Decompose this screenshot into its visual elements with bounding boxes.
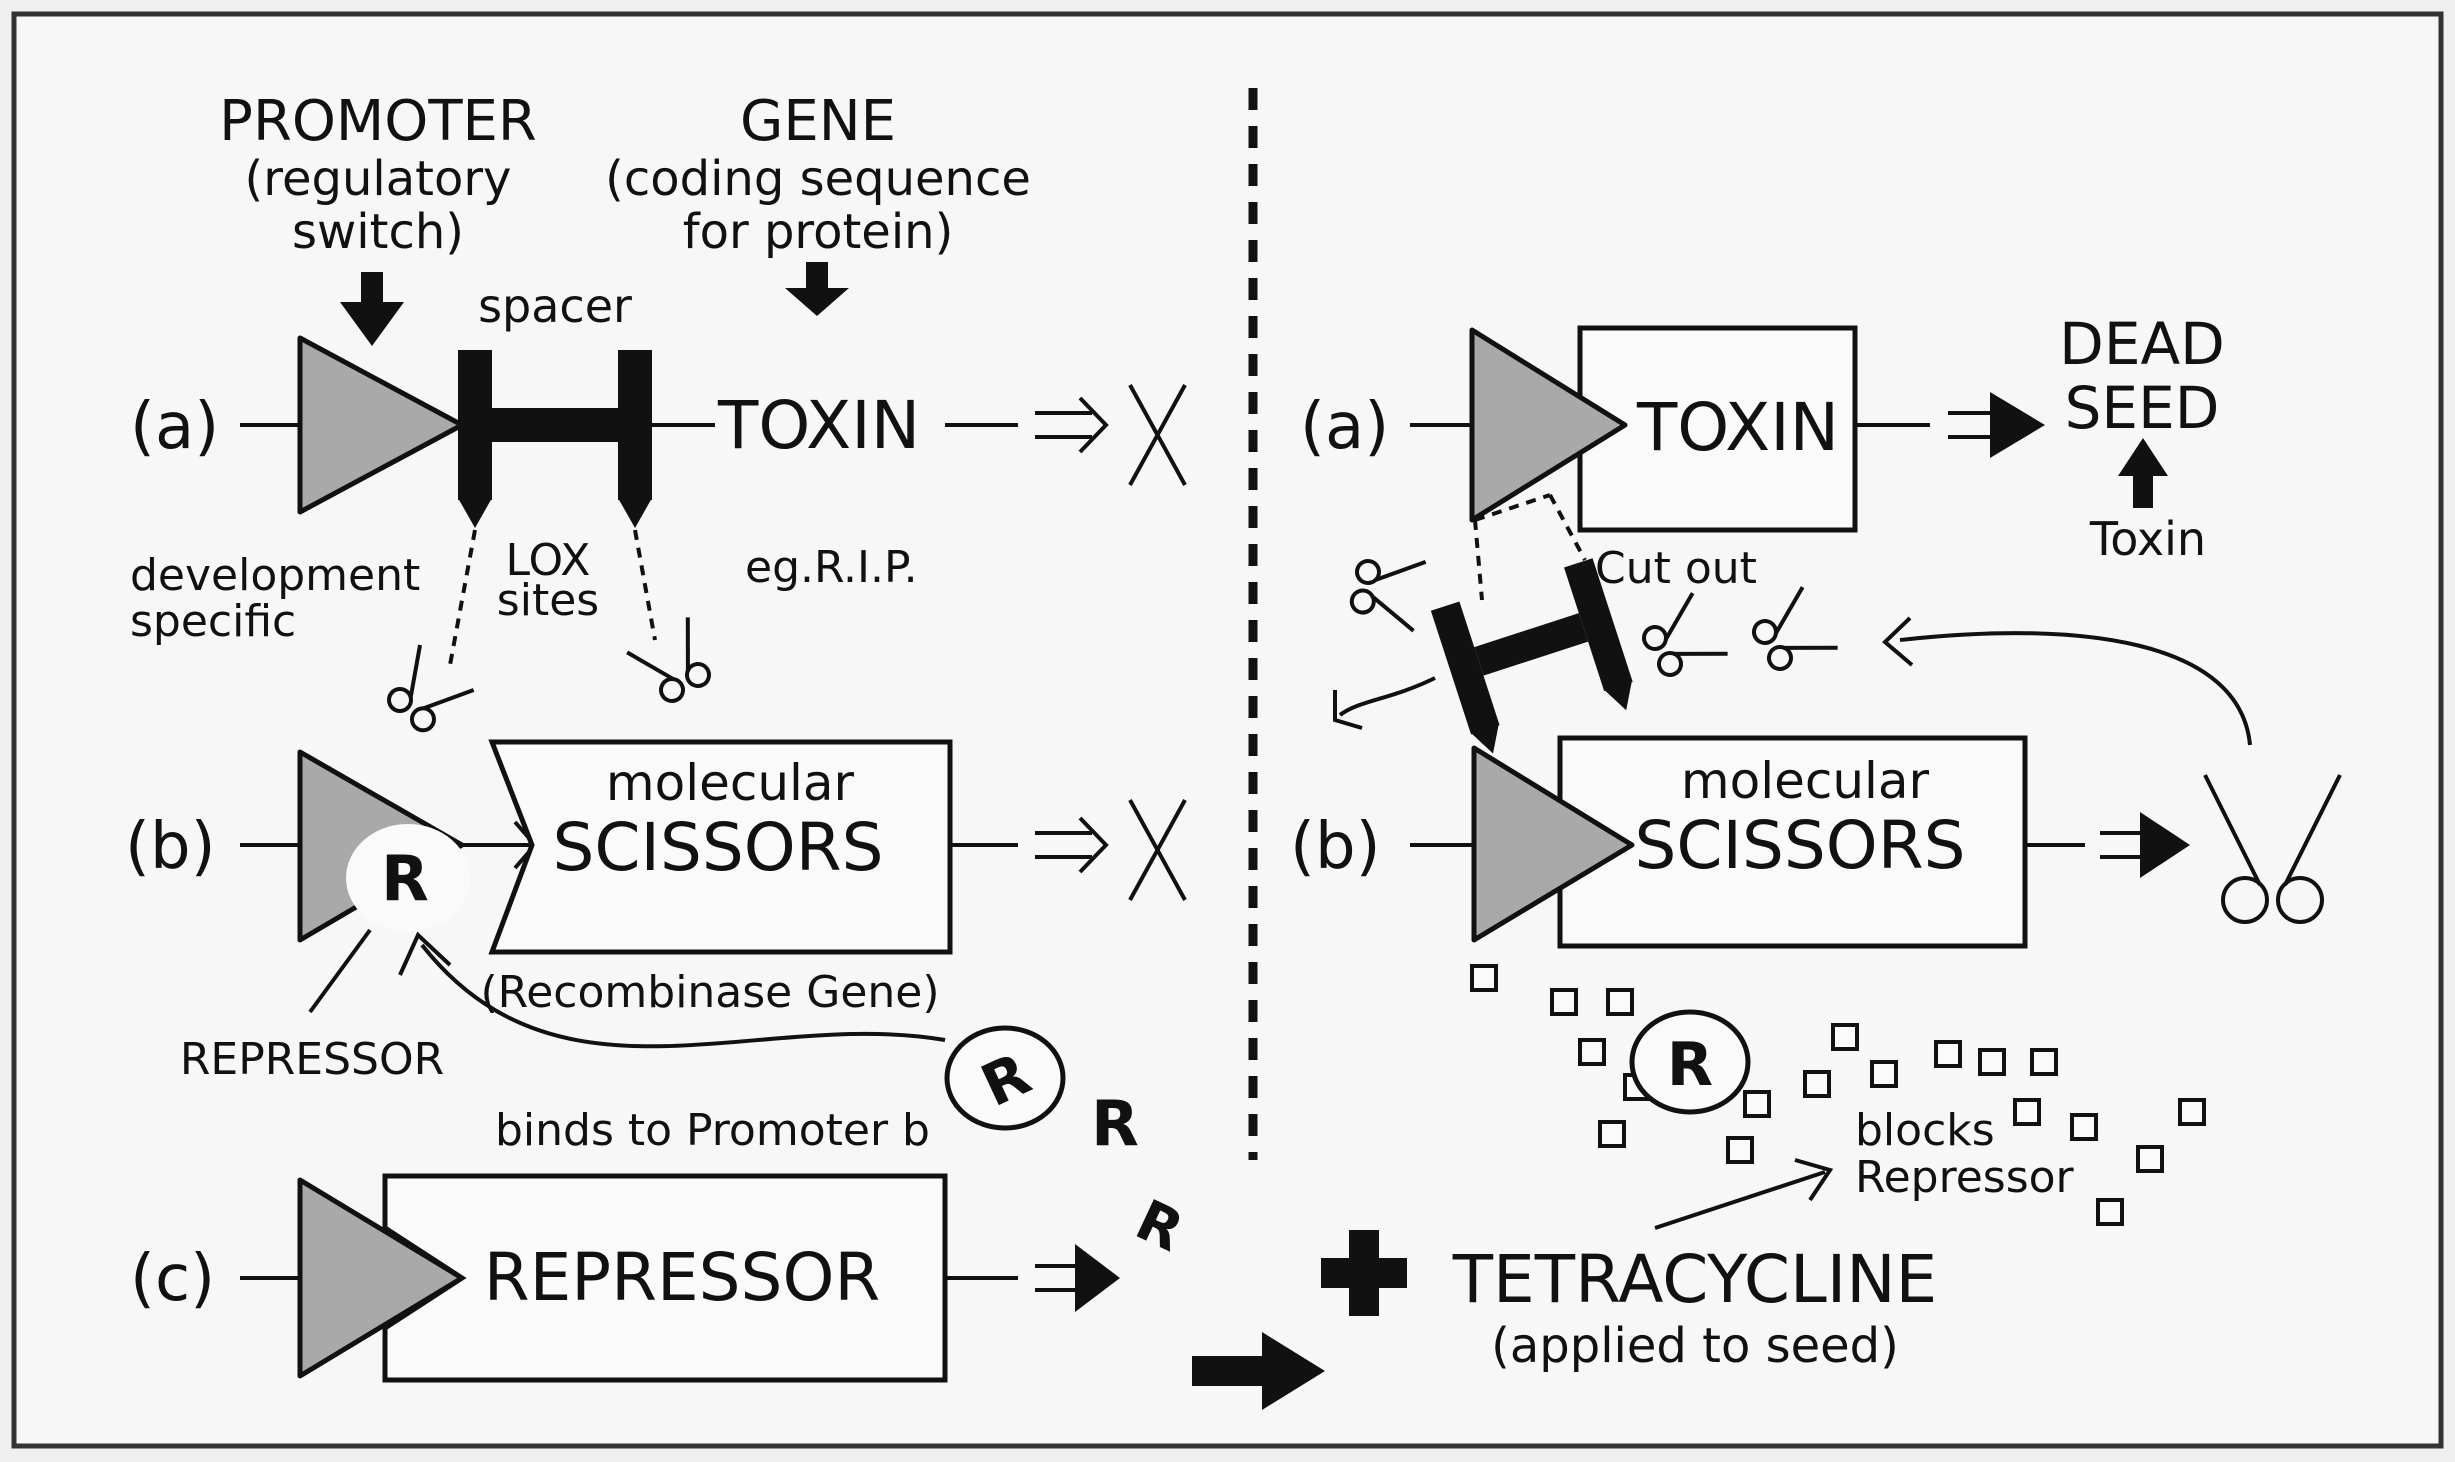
lox-site-line-left bbox=[448, 529, 477, 666]
dead-seed-label-2: SEED bbox=[2065, 374, 2220, 442]
repressor-free-letter-1: R bbox=[1091, 1087, 1139, 1160]
blocked-repressor-letter: R bbox=[1667, 1030, 1713, 1100]
cut-line-left bbox=[1473, 519, 1484, 601]
promoter-heading: PROMOTER bbox=[219, 89, 537, 154]
right-b-promoter-triangle bbox=[1471, 745, 1635, 943]
lox-label-2: sites bbox=[497, 575, 599, 626]
transition-arrow bbox=[1192, 1332, 1325, 1410]
left-scissors-box-line-2: SCISSORS bbox=[553, 809, 884, 886]
repressor-pointer-line bbox=[308, 928, 372, 1014]
left-c-output-arrow bbox=[1035, 1244, 1120, 1312]
tetracycline-label: TETRACYCLINE bbox=[1452, 1241, 1938, 1318]
repressor-circle bbox=[944, 1025, 1066, 1131]
plus-icon bbox=[1321, 1230, 1407, 1316]
right-a-toxin-gene: TOXIN bbox=[1636, 389, 1839, 466]
right-b-output-arrow bbox=[2100, 812, 2190, 878]
promoter-subtitle-2: switch) bbox=[292, 204, 464, 260]
left-row-c-label: (c) bbox=[130, 1242, 215, 1316]
binds-arrow-curve bbox=[420, 943, 946, 1049]
left-b-output-arrow bbox=[1035, 816, 1109, 874]
lox-label-1: LOX bbox=[506, 535, 591, 586]
right-toxin-gene-box bbox=[1577, 325, 1858, 533]
left-a-output-arrow bbox=[1035, 396, 1109, 454]
rip-label: eg.R.I.P. bbox=[745, 542, 918, 593]
blocked-repressor-circle bbox=[1629, 1009, 1751, 1115]
gene-subtitle-1: (coding sequence bbox=[605, 151, 1031, 207]
promoter-subtitle-1: (regulatory bbox=[245, 151, 512, 207]
right-row-b-label: (b) bbox=[1290, 810, 1381, 884]
tetracycline-molecules bbox=[1470, 964, 2206, 1226]
left-b-no-product-cross bbox=[1128, 799, 1187, 901]
gene-subtitle-2: for protein) bbox=[683, 204, 954, 260]
blocks-pointer-line bbox=[1654, 1170, 1826, 1230]
gene-down-arrow bbox=[785, 262, 849, 316]
right-scissors-gene-box bbox=[1557, 735, 2028, 949]
left-a-toxin-gene: TOXIN bbox=[717, 387, 920, 464]
recombinase-label: (Recombinase Gene) bbox=[480, 967, 939, 1018]
left-scissors-box-line-1: molecular bbox=[606, 754, 855, 812]
left-a-no-product-cross bbox=[1128, 384, 1187, 486]
repressor-gene-label: REPRESSOR bbox=[484, 1239, 881, 1316]
blocks-label-1: blocks bbox=[1855, 1105, 1995, 1156]
right-scissors-box-line-2: SCISSORS bbox=[1635, 807, 1966, 884]
tetracycline-subtitle: (applied to seed) bbox=[1491, 1318, 1899, 1374]
right-a-promoter-triangle bbox=[1469, 327, 1628, 523]
left-row-a-label: (a) bbox=[130, 390, 219, 464]
spacer-label: spacer bbox=[478, 279, 632, 333]
left-row-b-label: (b) bbox=[125, 810, 216, 884]
repressor-bound-letter: R bbox=[381, 842, 429, 915]
development-label-1: development bbox=[130, 550, 420, 601]
toxin-up-arrow bbox=[2118, 438, 2168, 508]
development-label-2: specific bbox=[130, 596, 296, 647]
left-scissors-gene-box bbox=[488, 739, 953, 955]
repressor-callout-label: REPRESSOR bbox=[180, 1034, 444, 1085]
right-a-output-arrow bbox=[1948, 392, 2045, 458]
binds-label: binds to Promoter b bbox=[495, 1105, 930, 1156]
discard-arrow bbox=[1338, 676, 1436, 717]
spacer-block bbox=[458, 350, 652, 528]
dead-seed-label-1: DEAD bbox=[2059, 310, 2225, 378]
repressor-bound-circle bbox=[346, 824, 470, 932]
right-row-a-label: (a) bbox=[1300, 390, 1389, 464]
active-scissors-icon bbox=[2203, 774, 2342, 924]
cut-line-mid bbox=[1548, 494, 1587, 561]
blocks-label-2: Repressor bbox=[1855, 1152, 2075, 1203]
right-scissors-box-line-1: molecular bbox=[1681, 752, 1930, 810]
left-a-promoter-triangle bbox=[297, 335, 465, 515]
repressor-gene-box bbox=[382, 1173, 948, 1383]
recycle-arrow bbox=[1899, 631, 2252, 746]
excised-spacer-block bbox=[1430, 558, 1633, 754]
promoter-down-arrow bbox=[340, 272, 404, 346]
toxin-label: Toxin bbox=[2089, 512, 2206, 566]
gene-heading: GENE bbox=[740, 89, 896, 154]
cut-out-label: Cut out bbox=[1595, 543, 1757, 594]
left-c-promoter-triangle bbox=[297, 1177, 465, 1379]
lox-site-line-right bbox=[633, 529, 657, 641]
